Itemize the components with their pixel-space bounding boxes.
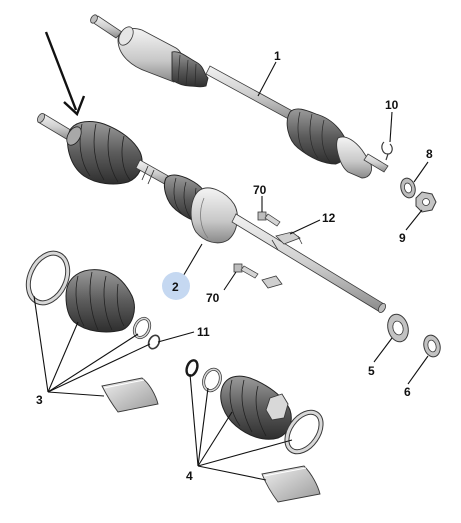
callout-10: 10 (385, 98, 399, 112)
leader-4-b (197, 387, 209, 467)
leader-5 (373, 337, 393, 363)
callout-11: 11 (197, 325, 210, 339)
kit-4-clamp-large (284, 409, 324, 455)
callout-70-lower: 70 (206, 291, 220, 305)
leader-70-lower (223, 271, 237, 291)
driveshaft-2 (36, 113, 387, 313)
leader-3-e (47, 391, 105, 397)
leader-6 (407, 355, 429, 385)
part-9-castle-nut (415, 191, 437, 213)
kit-3-grease-pad (101, 377, 159, 413)
leader-1 (257, 61, 277, 97)
leader-3-a (33, 295, 49, 393)
kit-4 (185, 359, 324, 503)
leader-4-d (197, 439, 293, 467)
kit-3-clamp-large (25, 250, 71, 306)
kit-4-clamp-small (202, 367, 222, 393)
leader-3-b (47, 321, 79, 393)
callout-2: 2 (172, 280, 179, 294)
part-12-bracket (271, 231, 303, 251)
kit-4-boot (220, 375, 292, 440)
part-10-clip (381, 141, 393, 161)
leader-8 (413, 161, 429, 183)
part-70-bolt-upper (257, 211, 281, 227)
leader-9 (405, 209, 423, 231)
callout-12: 12 (322, 211, 336, 225)
shaft-1-bar (205, 65, 299, 123)
callout-2-highlight (162, 272, 190, 300)
kit-3-ring (147, 334, 161, 350)
leader-4-c (197, 411, 233, 467)
shaft-1-inner-boot (171, 51, 209, 88)
leader-11 (157, 331, 195, 343)
callout-70-upper: 70 (253, 183, 267, 197)
part-6-ring (423, 334, 441, 358)
part-5-bearing (387, 313, 409, 343)
callout-3: 3 (36, 393, 43, 407)
shaft-2-bar (231, 213, 387, 313)
bearing-bracket (261, 275, 283, 289)
driveshaft-1 (90, 14, 389, 179)
leader-lines (33, 61, 429, 481)
kit-4-ring-black (185, 359, 199, 377)
arrow-down-right-icon (44, 31, 86, 117)
part-70-bolt-lower (233, 263, 259, 279)
leader-4-a (189, 373, 199, 467)
callout-9: 9 (399, 231, 406, 245)
shaft-1-outer-bell (336, 136, 389, 179)
leader-2 (181, 243, 203, 279)
shaft-2-inner-boot (66, 121, 143, 185)
callouts: 1 10 8 9 70 12 2 70 11 5 6 3 4 (36, 49, 433, 483)
kit-4-grease-pad (261, 465, 321, 503)
leader-3-d (47, 343, 151, 393)
callout-6: 6 (404, 385, 411, 399)
shaft-1-inner-spline (90, 14, 123, 39)
callout-1: 1 (274, 49, 281, 63)
callout-4: 4 (186, 469, 193, 483)
part-8-ring (400, 177, 416, 199)
kit-3-boot (65, 269, 135, 333)
leader-10 (389, 111, 393, 143)
callout-8: 8 (426, 147, 433, 161)
kit-3-clamp-small (132, 316, 152, 340)
callout-5: 5 (368, 364, 375, 378)
shaft-2-housing (190, 187, 238, 244)
leader-3-c (47, 333, 139, 393)
leader-4-e (197, 465, 267, 481)
leader-12 (289, 219, 321, 235)
kit-3 (25, 250, 161, 413)
